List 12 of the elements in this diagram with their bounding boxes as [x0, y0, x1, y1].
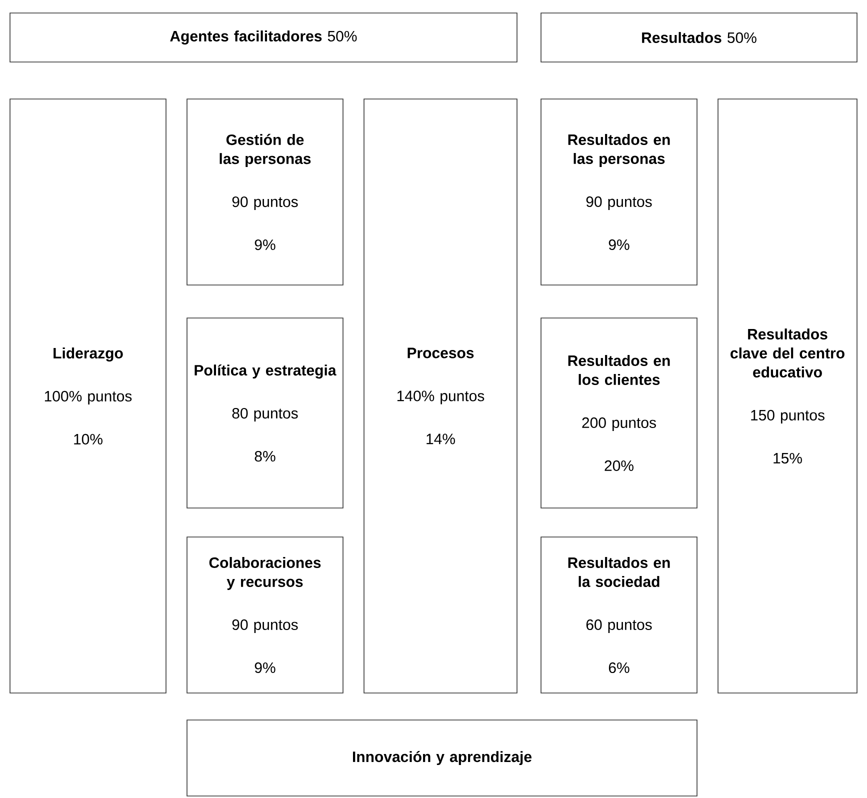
category-box: Liderazgo 100% puntos 10% [10, 98, 166, 694]
category-box: Política y estrategia 80 puntos 8% [186, 318, 344, 508]
category-box: Resultados en la sociedad 60 puntos 6% [540, 536, 698, 694]
category-box: Resultados 50% [540, 12, 858, 62]
category-box: Resultados en las personas 90 puntos 9% [540, 98, 698, 286]
category-box: Resultados en los clientes 200 puntos 20% [540, 318, 698, 508]
category-box: Procesos 140% puntos 14% [364, 98, 518, 694]
category-box: Gestión de las personas 90 puntos 9% [186, 98, 344, 286]
category-box: Resultados clave del centro educativo 150 puntos 15% [718, 98, 858, 694]
category-box: Agentes facilitadores 50% [10, 12, 518, 62]
category-box: Colaboraciones y recursos 90 puntos 9% [186, 536, 344, 694]
category-box: Innovación y aprendizaje [186, 720, 698, 796]
